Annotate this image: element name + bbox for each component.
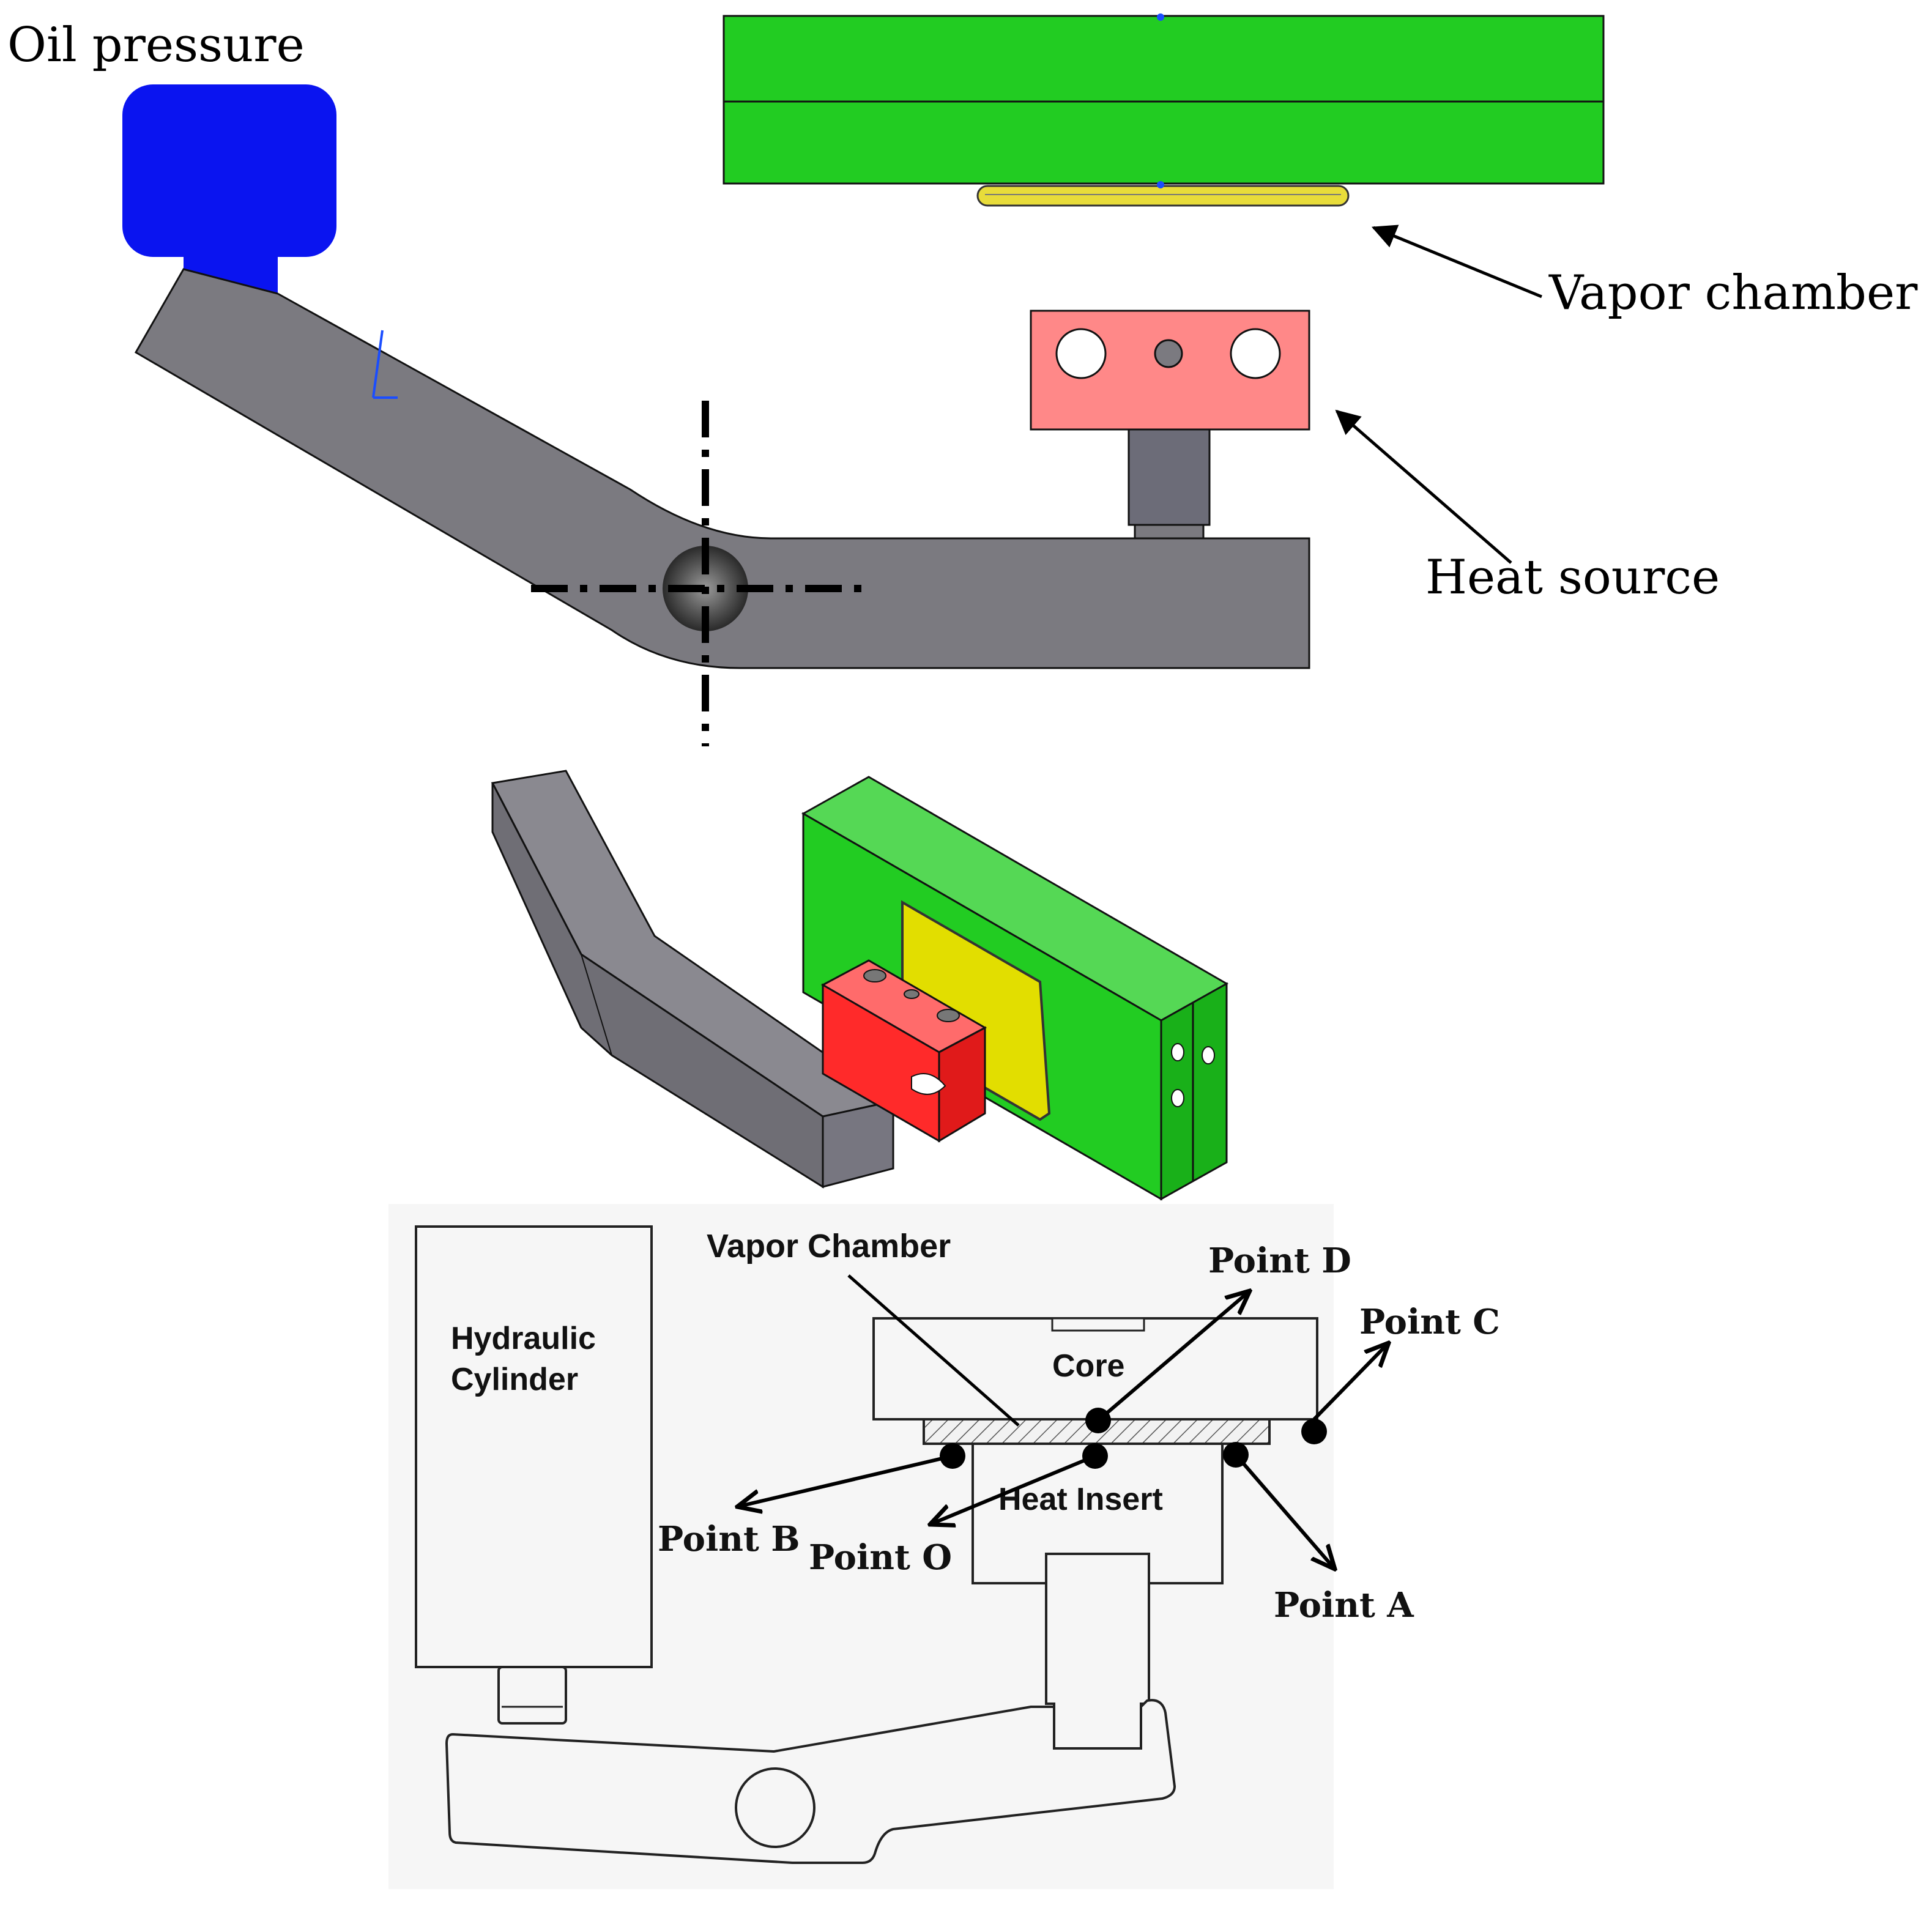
point-d-label: Point D — [1208, 1241, 1351, 1281]
hydraulic-cylinder-label-line1: Hydraulic — [451, 1321, 596, 1356]
heat-source-arrow — [1335, 409, 1512, 564]
plunger — [1045, 1553, 1150, 1750]
point-a-arrow — [1234, 1454, 1335, 1569]
core-block — [872, 1317, 1318, 1420]
lever-arm — [134, 268, 1310, 669]
heat-source — [1030, 310, 1310, 540]
vapor-chamber-leader — [847, 1274, 1020, 1427]
isometric-view — [491, 770, 1229, 1201]
oil-pressure-label: Oil pressure — [7, 18, 305, 73]
point-c-arrow — [1312, 1343, 1389, 1421]
heat-insert-label: Heat Insert — [998, 1482, 1163, 1517]
iso-heat-block — [820, 959, 987, 1143]
schematic-vapor-chamber-label: Vapor Chamber — [707, 1228, 951, 1264]
vapor-chamber-arrow — [1371, 225, 1542, 299]
core-label: Core — [1052, 1348, 1124, 1384]
iso-lever-arm — [491, 770, 896, 1189]
vapor-chamber-label: Vapor chamber — [1548, 266, 1918, 321]
schematic-lever — [445, 1699, 1176, 1864]
top-view: Oil pressure Vapor chamber Heat source — [7, 13, 1918, 746]
point-c-label: Point C — [1359, 1302, 1500, 1342]
oil-pressure-piston — [122, 84, 336, 297]
schematic-pivot-circle — [735, 1767, 816, 1848]
heat-source-label: Heat source — [1425, 550, 1720, 605]
core-notch — [1051, 1317, 1145, 1332]
vapor-chamber-block — [723, 13, 1605, 207]
point-c-marker — [1301, 1419, 1327, 1444]
point-a-label: Point A — [1274, 1585, 1414, 1625]
pivot-centerlines — [531, 401, 874, 746]
point-d-arrow — [1097, 1291, 1250, 1422]
hydraulic-cylinder-label-line2: Cylinder — [451, 1362, 578, 1397]
point-o-label: Point O — [809, 1537, 952, 1578]
point-b-arrow — [737, 1454, 953, 1507]
axis-triad-icon — [372, 330, 398, 399]
point-o-arrow — [930, 1454, 1096, 1524]
hydraulic-cylinder — [415, 1225, 653, 1725]
schematic-view: Hydraulic Cylinder Core Heat Insert Vapo… — [388, 1204, 1500, 1889]
point-b-label: Point B — [658, 1519, 800, 1559]
